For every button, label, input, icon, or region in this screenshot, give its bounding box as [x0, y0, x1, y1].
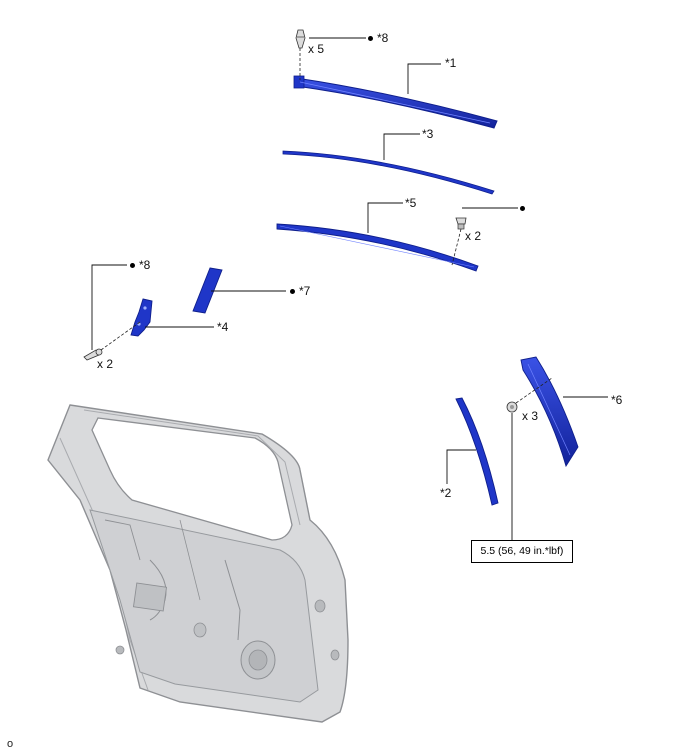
bullet-mark — [520, 206, 525, 211]
part-5-rail — [276, 223, 479, 272]
label-part-6: *6 — [611, 393, 623, 407]
label-part-4: *4 — [217, 320, 229, 334]
part-7-panel — [192, 267, 223, 314]
bullet-mark — [368, 36, 373, 41]
bullet-mark — [290, 289, 295, 294]
label-part-8-top: *8 — [377, 31, 389, 45]
torque-spec: 5.5 (56, 49 in.*lbf) — [471, 540, 573, 563]
clip-icon — [295, 29, 306, 49]
rear-door-shell — [47, 404, 349, 723]
label-part-1: *1 — [445, 56, 457, 70]
part-1-rail — [293, 75, 498, 129]
part-3-strip — [282, 150, 495, 195]
corner-mark: o — [7, 738, 14, 750]
part-2-strip — [455, 397, 499, 506]
label-part-2: *2 — [440, 486, 452, 500]
qty-nuts: x 3 — [522, 409, 539, 423]
nut-icon — [506, 401, 518, 413]
qty-right-clips: x 2 — [465, 229, 482, 243]
clip-icon — [455, 217, 467, 230]
leader-lines — [91, 37, 608, 540]
qty-left-screws: x 2 — [97, 357, 114, 371]
label-part-8-left: *8 — [139, 258, 151, 272]
part-6-garnish — [520, 356, 579, 468]
label-part-7: *7 — [299, 284, 311, 298]
qty-top-clips: x 5 — [308, 42, 325, 56]
label-part-3: *3 — [422, 127, 434, 141]
bullet-mark — [130, 263, 135, 268]
screw-icon — [83, 348, 103, 361]
label-part-5: *5 — [405, 196, 417, 210]
part-4-bracket — [130, 298, 153, 337]
